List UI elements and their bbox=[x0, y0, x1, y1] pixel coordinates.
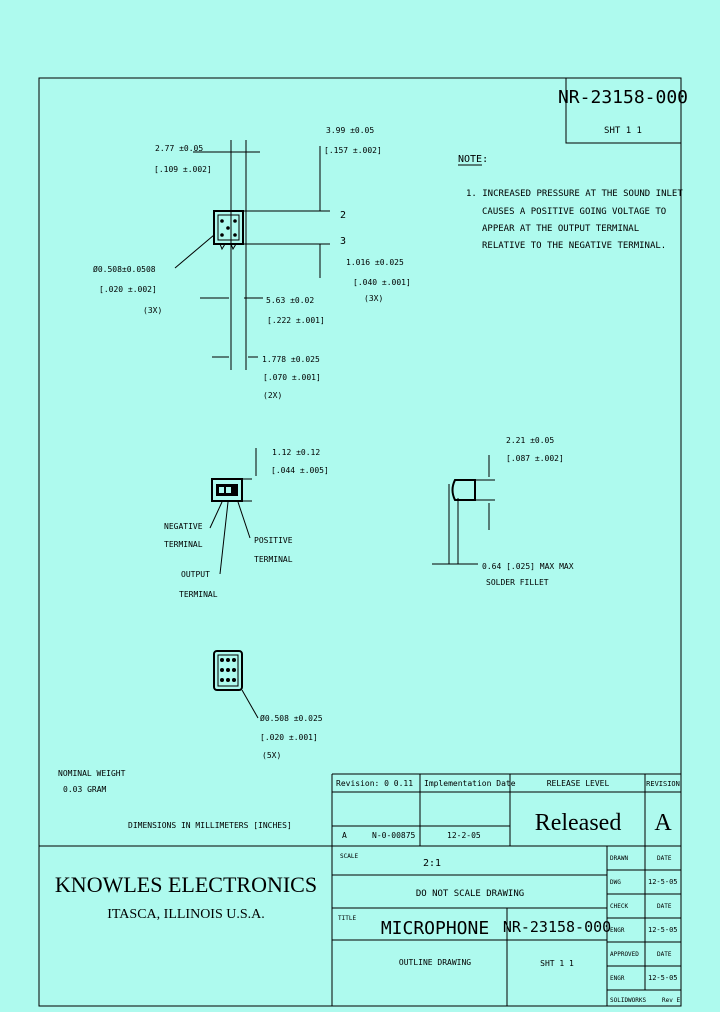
dim-bottom-hole-in: [.020 ±.001] bbox=[260, 733, 318, 742]
drawing-subtitle: OUTLINE DRAWING bbox=[399, 958, 471, 967]
positive-terminal-label-2: TERMINAL bbox=[254, 555, 293, 564]
mic-body-bottom bbox=[213, 650, 243, 691]
dim-side-height-in: [.087 ±.002] bbox=[506, 454, 564, 463]
company-location: ITASCA, ILLINOIS U.S.A. bbox=[107, 907, 265, 922]
note-line-4: RELATIVE TO THE NEGATIVE TERMINAL. bbox=[482, 241, 666, 251]
drawing-number-bottom: NR-23158-000 bbox=[503, 918, 611, 936]
dim-pitch-in: [.070 ±.001] bbox=[263, 373, 321, 382]
svg-text:DATE: DATE bbox=[657, 903, 672, 910]
dim-hole: Ø0.508±0.0508 bbox=[93, 264, 156, 274]
dim-width-in: [.109 ±.002] bbox=[154, 165, 212, 174]
scale-value: 2:1 bbox=[423, 858, 441, 869]
drawing-number-top: NR-23158-000 bbox=[558, 87, 688, 108]
output-terminal-label-2: TERMINAL bbox=[179, 590, 218, 599]
title-label: TITLE bbox=[338, 915, 356, 922]
dim-width: 2.77 ±0.05 bbox=[155, 144, 203, 153]
svg-text:A: A bbox=[342, 831, 347, 840]
mic-body-terminal bbox=[211, 478, 243, 502]
output-terminal-label-1: OUTPUT bbox=[181, 570, 210, 579]
dimension-units: DIMENSIONS IN MILLIMETERS [INCHES] bbox=[128, 821, 292, 830]
top-view: 2.77 ±0.05 [.109 ±.002] 3.99 ±0.05 [.157… bbox=[93, 126, 411, 400]
svg-text:12-5-05: 12-5-05 bbox=[648, 974, 678, 982]
release-level-label: RELEASE LEVEL bbox=[547, 779, 610, 788]
dim-pitch: 1.778 ±0.025 bbox=[262, 355, 320, 364]
drawing-frame bbox=[38, 77, 682, 1007]
sheet-top: SHT 1 1 bbox=[604, 126, 642, 136]
revision-col-label: REVISION bbox=[646, 780, 680, 788]
svg-text:12-2-05: 12-2-05 bbox=[447, 831, 481, 840]
dim-terminal-height-in: [.044 ±.005] bbox=[271, 466, 329, 475]
dim-offset-in: [.222 ±.001] bbox=[267, 316, 325, 325]
dim-side-height: 2.21 ±0.05 bbox=[506, 436, 554, 445]
svg-text:(5X): (5X) bbox=[262, 751, 281, 760]
footer-right: Rev E bbox=[662, 997, 680, 1004]
drawing-number-box bbox=[565, 77, 682, 144]
sheet-bottom: SHT 1 1 bbox=[540, 959, 574, 968]
svg-text:(3X): (3X) bbox=[143, 306, 162, 315]
svg-text:DATE: DATE bbox=[657, 855, 672, 862]
svg-text:(3X): (3X) bbox=[364, 294, 383, 303]
svg-text:APPROVED: APPROVED bbox=[610, 951, 639, 958]
dim-solder-label: SOLDER FILLET bbox=[486, 578, 549, 587]
svg-text:CHECK: CHECK bbox=[610, 903, 628, 910]
negative-terminal-label-1: NEGATIVE bbox=[164, 522, 203, 531]
dim-offset: 5.63 ±0.02 bbox=[266, 296, 314, 305]
svg-text:DATE: DATE bbox=[657, 951, 672, 958]
footer-left: SOLIDWORKS bbox=[610, 997, 647, 1004]
dim-spacing: 1.016 ±0.025 bbox=[346, 258, 404, 267]
dim-hole-in: [.020 ±.002] bbox=[99, 285, 157, 294]
revision-label: Revision: 0 0.11 bbox=[336, 779, 413, 788]
svg-text:N-0-00875: N-0-00875 bbox=[372, 831, 416, 840]
bottom-view: Ø0.508 ±0.025 [.020 ±.001] (5X) bbox=[213, 650, 323, 760]
implementation-label: Implementation Date bbox=[424, 779, 516, 788]
terminal-view: 1.12 ±0.12 [.044 ±.005] NEGATIVE TERMINA… bbox=[164, 448, 329, 599]
dim-bottom-hole: Ø0.508 ±0.025 bbox=[260, 713, 323, 723]
negative-terminal-label-2: TERMINAL bbox=[164, 540, 203, 549]
note-line-2: CAUSES A POSITIVE GOING VOLTAGE TO bbox=[482, 207, 666, 217]
release-value: Released bbox=[535, 810, 622, 836]
drawing-title: MICROPHONE bbox=[381, 918, 489, 939]
nominal-weight-label: NOMINAL WEIGHT bbox=[58, 769, 126, 778]
svg-text:(2X): (2X) bbox=[263, 391, 282, 400]
svg-text:12-5-05: 12-5-05 bbox=[648, 926, 678, 934]
svg-text:3: 3 bbox=[340, 236, 346, 247]
nominal-weight-value: 0.03 GRAM bbox=[63, 785, 107, 794]
signoff-table: DRAWN DATE DWG 12-5-05 CHECK DATE ENGR 1… bbox=[610, 855, 678, 982]
svg-text:DRAWN: DRAWN bbox=[610, 855, 628, 862]
dim-spacing-in: [.040 ±.001] bbox=[353, 278, 411, 287]
note-line-3: APPEAR AT THE OUTPUT TERMINAL bbox=[482, 224, 639, 234]
notes-heading: NOTE: bbox=[458, 154, 488, 165]
mic-body-inner bbox=[217, 214, 240, 241]
dim-terminal-height: 1.12 ±0.12 bbox=[272, 448, 320, 457]
svg-text:ENGR: ENGR bbox=[610, 975, 625, 982]
revision-value: A bbox=[654, 810, 672, 836]
note-line-1: 1. INCREASED PRESSURE AT THE SOUND INLET bbox=[466, 189, 683, 199]
dim-height-in: [.157 ±.002] bbox=[324, 146, 382, 155]
positive-terminal-label-1: POSITIVE bbox=[254, 536, 293, 545]
svg-text:ENGR: ENGR bbox=[610, 927, 625, 934]
do-not-scale: DO NOT SCALE DRAWING bbox=[416, 889, 524, 899]
mic-body-side bbox=[451, 479, 476, 501]
svg-text:12-5-05: 12-5-05 bbox=[648, 878, 678, 886]
mic-body-top bbox=[213, 210, 244, 245]
company-name: KNOWLES ELECTRONICS bbox=[55, 872, 317, 897]
svg-text:DWG: DWG bbox=[610, 879, 621, 886]
dim-solder: 0.64 [.025] MAX MAX bbox=[482, 562, 574, 571]
scale-label: SCALE bbox=[340, 853, 358, 860]
svg-text:2: 2 bbox=[340, 210, 346, 221]
dim-height: 3.99 ±0.05 bbox=[326, 126, 374, 135]
side-view: 2.21 ±0.05 [.087 ±.002] 0.64 [.025] MAX … bbox=[432, 436, 574, 587]
